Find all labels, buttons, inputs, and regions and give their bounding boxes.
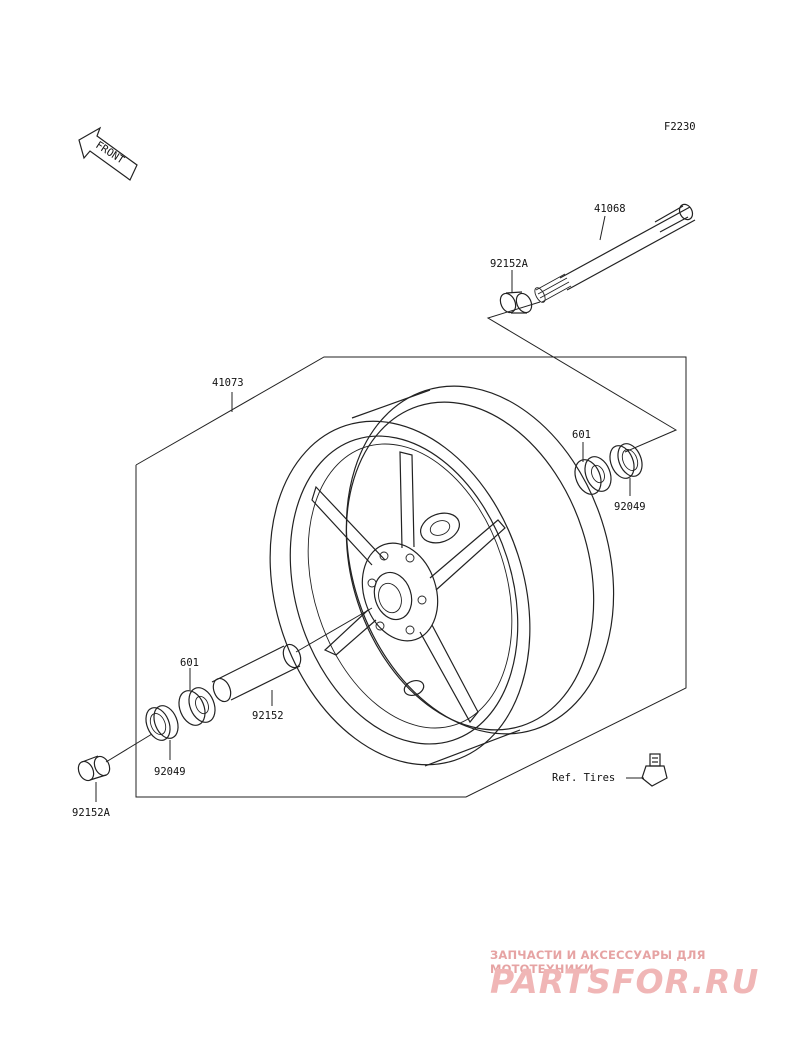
callout-ref-tires: Ref. Tires [552, 772, 615, 784]
callout-seal-right: 92049 [614, 501, 646, 513]
callout-collar-top: 92152A [490, 258, 529, 270]
valve-stem [626, 753, 668, 787]
callout-seal-left: 92049 [154, 766, 186, 778]
front-arrow-icon: FRONT [78, 126, 138, 181]
callout-spacer: 92152 [252, 710, 284, 722]
callout-wheel: 41073 [212, 377, 244, 389]
callout-bearing-right: 601 [572, 429, 591, 441]
watermark-tagline: ЗАПЧАСТИ И АКСЕССУАРЫ ДЛЯ МОТОТЕХНИКИ [490, 948, 706, 976]
spacer-92152 [211, 607, 373, 706]
bearing-right [574, 442, 612, 495]
seal-right [609, 443, 643, 496]
callout-axle: 41068 [594, 203, 626, 215]
collar-top [499, 270, 533, 314]
watermark-brand: PARTSFOR.RU [490, 962, 760, 1001]
collar-bottom [77, 733, 153, 802]
front-label: FRONT [93, 139, 127, 167]
callout-collar-bottom: 92152A [72, 807, 111, 819]
axle-41068 [534, 203, 696, 303]
diagram-code: F2230 [664, 121, 696, 133]
wheel-41073 [231, 385, 615, 767]
bearing-left [178, 668, 216, 726]
assembly-box [135, 356, 687, 798]
seal-left [145, 705, 179, 760]
callout-bearing-left: 601 [180, 657, 199, 669]
